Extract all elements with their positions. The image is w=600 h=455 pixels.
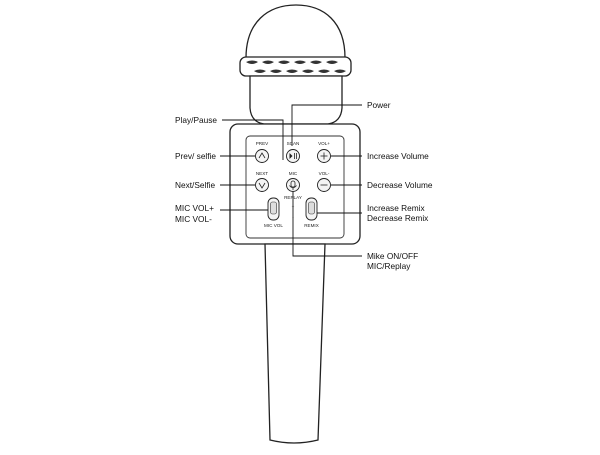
- callout-mic-vol-plus: MIC VOL+: [175, 203, 214, 213]
- next-button[interactable]: [255, 178, 269, 192]
- callout-prev-selfie: Prev/ selfie: [175, 151, 216, 161]
- scan-play-pause-button[interactable]: [286, 149, 300, 163]
- scan-label: SCAN: [287, 141, 300, 146]
- mic-label: MIC: [289, 171, 298, 176]
- remix-slider-knob[interactable]: [308, 201, 315, 215]
- callout-mic-vol-minus: MIC VOL-: [175, 214, 212, 224]
- callout-decrease-volume: Decrease Volume: [367, 180, 433, 190]
- mic-handle: [264, 243, 326, 444]
- chevron-down-icon: [258, 182, 266, 189]
- callout-mic-replay: MIC/Replay: [367, 261, 411, 271]
- prev-button[interactable]: [255, 149, 269, 163]
- mic-vol-slider-knob[interactable]: [270, 201, 277, 215]
- control-panel-inset: [245, 135, 345, 239]
- vol-minus-label: VOL-: [319, 171, 330, 176]
- plus-icon: [320, 152, 328, 160]
- mic-button[interactable]: [286, 178, 300, 192]
- callout-play-pause: Play/Pause: [175, 115, 217, 125]
- remix-label: REMIX: [304, 223, 319, 228]
- callout-increase-remix: Increase Remix: [367, 203, 425, 213]
- leader-lines: [220, 104, 362, 257]
- prev-label: PREV: [256, 141, 269, 146]
- vol-plus-label: VOL+: [318, 141, 330, 146]
- callout-next-selfie: Next/Selfie: [175, 180, 216, 190]
- callout-decrease-remix: Decrease Remix: [367, 213, 429, 223]
- play-pause-icon: [289, 153, 297, 159]
- mic-neck: [249, 75, 343, 125]
- callout-power: Power: [367, 100, 391, 110]
- next-label: NEXT: [256, 171, 268, 176]
- microphone-icon: [289, 180, 297, 190]
- mic-grille: [245, 4, 346, 59]
- callout-mike-on-off: Mike ON/OFF: [367, 251, 418, 261]
- callout-increase-volume: Increase Volume: [367, 151, 429, 161]
- led-ring: [239, 56, 352, 77]
- chevron-up-icon: [258, 152, 266, 159]
- mic-vol-label: MIC VOL: [264, 223, 283, 228]
